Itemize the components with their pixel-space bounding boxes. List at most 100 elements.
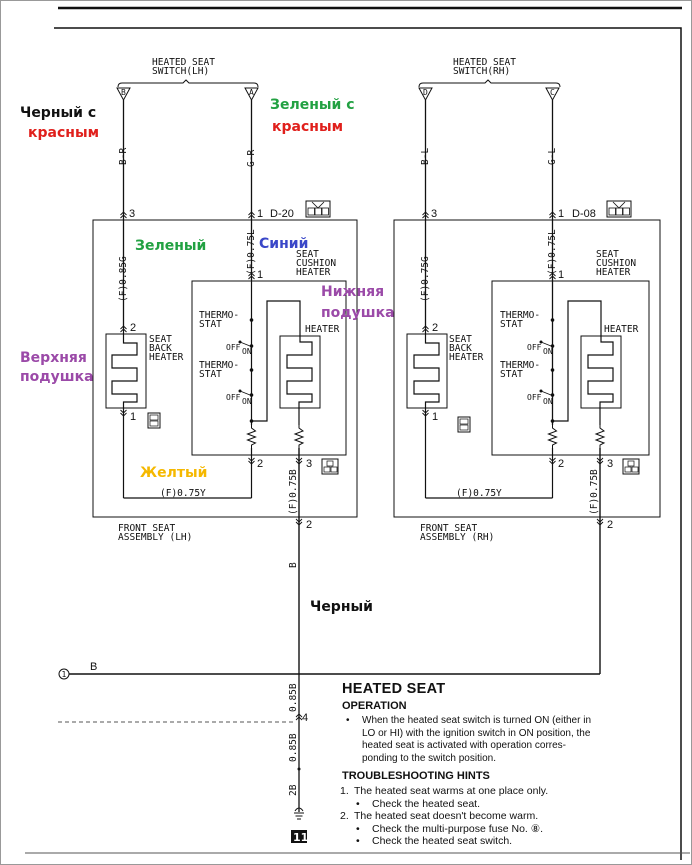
ground-number-badge: [291, 830, 307, 843]
front-seat-assembly-box: [92, 219, 358, 518]
cushion-pin-2: 2: [558, 458, 564, 470]
resistor-icon: [293, 425, 305, 448]
hint-2: 2. The heated seat doesn't become warm.: [340, 810, 600, 823]
operation-heading: OPERATION: [342, 700, 407, 712]
cushion-pin-3: 3: [607, 458, 613, 470]
wire-color-b-r: B-R: [118, 148, 129, 165]
heater-label: HEATER: [305, 324, 340, 335]
thermostat-1-label-2: STAT: [500, 319, 523, 330]
wire-2b: 2B: [288, 784, 299, 796]
switch-on-label: ON: [242, 397, 252, 406]
terminal-c: [545, 87, 560, 102]
two-pin-connector-icon: [457, 416, 471, 433]
switch-on-label: ON: [543, 347, 553, 356]
check-text: Check the heated seat.: [372, 797, 480, 810]
bullet: •: [356, 835, 360, 847]
connector-id: D-20: [270, 208, 294, 220]
hint-text: The heated seat warms at one place only.: [354, 785, 549, 797]
seat-back-label-1: SEAT: [149, 334, 172, 345]
cushion-heater-element: [552, 300, 614, 425]
assembly-pin-2: 2: [607, 519, 613, 531]
hint-2-check-1: • Check the multi-purpose fuse No. ⑧.: [354, 823, 600, 836]
page-border: [54, 27, 682, 860]
operation-text: When the heated seat switch is turned ON…: [362, 715, 592, 764]
bus-wire-color: B: [90, 661, 97, 673]
bullet: •: [356, 797, 360, 810]
wire-color-b-l: B-L: [420, 148, 431, 165]
three-pin-connector-icon: [321, 458, 339, 475]
annotation-yellow: Желтый: [140, 465, 208, 481]
cushion-pin-3: 3: [306, 458, 312, 470]
thermostat-1-label-1: THERMO-: [500, 310, 540, 321]
wire-cushion: (F)0.75L: [547, 229, 558, 275]
resistor-icon: [594, 425, 606, 448]
connector-id: D-08: [572, 208, 596, 220]
seat-cushion-label-1: SEAT: [596, 249, 619, 260]
back-heater-pin-2: 2: [432, 322, 438, 334]
hint-text: The heated seat doesn't become warm.: [354, 810, 539, 822]
terminal-d-label: D: [423, 88, 428, 97]
three-pin-connector-icon: [622, 458, 640, 475]
resistor-icon: [246, 425, 257, 448]
switch-off-label: OFF: [226, 343, 241, 352]
left-seat-circuit: HEATED SEAT SWITCH(LH) B A B-R G-R 3 1 D…: [92, 57, 358, 670]
seat-back-heater: [406, 333, 448, 409]
wire-085b-1: 0.85B: [288, 683, 299, 712]
annotation-green: Зеленый: [135, 238, 207, 254]
connector-icon: [606, 200, 632, 218]
assembly-pin-2: 2: [306, 519, 312, 531]
hint-number: 1.: [340, 785, 349, 797]
cushion-pin-2: 2: [257, 458, 263, 470]
check-text: Check the multi-purpose fuse No. ⑧.: [372, 822, 544, 835]
terminal-a: [244, 87, 259, 102]
hint-number: 2.: [340, 810, 349, 822]
back-heater-pin-1: 1: [432, 411, 438, 423]
cushion-heater: [580, 335, 622, 409]
pin-1: 1: [558, 208, 564, 220]
annotation-black: Черный: [310, 599, 373, 615]
switch-off-label: OFF: [527, 393, 542, 402]
seat-cushion-label-3: HEATER: [296, 267, 331, 278]
cushion-pin-1: 1: [558, 269, 564, 281]
seat-back-label-2: BACK: [449, 343, 472, 354]
annotation-black-red-2: красным: [28, 125, 100, 141]
annotation-green-red-2: красным: [272, 119, 344, 135]
seat-back-heater: [105, 333, 147, 409]
right-seat-circuit: HEATED SEAT SWITCH(RH) D C B-L G-L 3 1 D…: [393, 57, 661, 670]
ground-number: 11: [293, 831, 308, 844]
seat-cushion-label-3: HEATER: [596, 267, 631, 278]
seat-back-label-2: BACK: [149, 343, 172, 354]
pin-3: 3: [431, 208, 437, 220]
connector-icon: [305, 200, 331, 218]
seat-cushion-label-2: CUSHION: [596, 258, 636, 269]
hint-2-check-2: • Check the heated seat switch.: [354, 835, 600, 848]
seat-cushion-heater-box: [491, 280, 650, 456]
annotation-lower-cushion-1: Нижняя: [321, 284, 385, 300]
hint-1: 1. The heated seat warms at one place on…: [340, 785, 600, 798]
wire-ground-label: (F)0.75B: [589, 469, 600, 515]
switch-bracket: [418, 79, 561, 88]
cushion-heater-element: [251, 300, 313, 425]
seat-cushion-heater-box: [191, 280, 347, 456]
terminal-b-label: B: [121, 88, 126, 97]
seat-back-heater-element: [413, 330, 440, 498]
wire-color-g-l: G-L: [547, 148, 558, 165]
wire-back: (F)0.75G: [420, 256, 431, 302]
operation-item: • When the heated seat switch is turned …: [344, 715, 600, 765]
switch-on-label: ON: [543, 397, 553, 406]
connector-arrows: [120, 211, 604, 721]
switch-off-label: OFF: [527, 343, 542, 352]
seat-cushion-label-1: SEAT: [296, 249, 319, 260]
bullet: •: [356, 822, 360, 835]
switch-label-line2: SWITCH(LH): [152, 66, 209, 77]
ground-bus: 1 B 4 0.85B 0.85B 2B 11: [58, 661, 601, 844]
switch-off-label: OFF: [226, 393, 241, 402]
bullet: •: [346, 715, 350, 726]
thermostat-2-label-2: STAT: [500, 369, 523, 380]
thermostat-1-label-1: THERMO-: [199, 310, 239, 321]
seat-back-heater-element: [111, 330, 138, 498]
switch-bracket: [117, 79, 259, 88]
heater-label: HEATER: [604, 324, 639, 335]
wire-cushion: (F)0.75L: [246, 229, 257, 275]
